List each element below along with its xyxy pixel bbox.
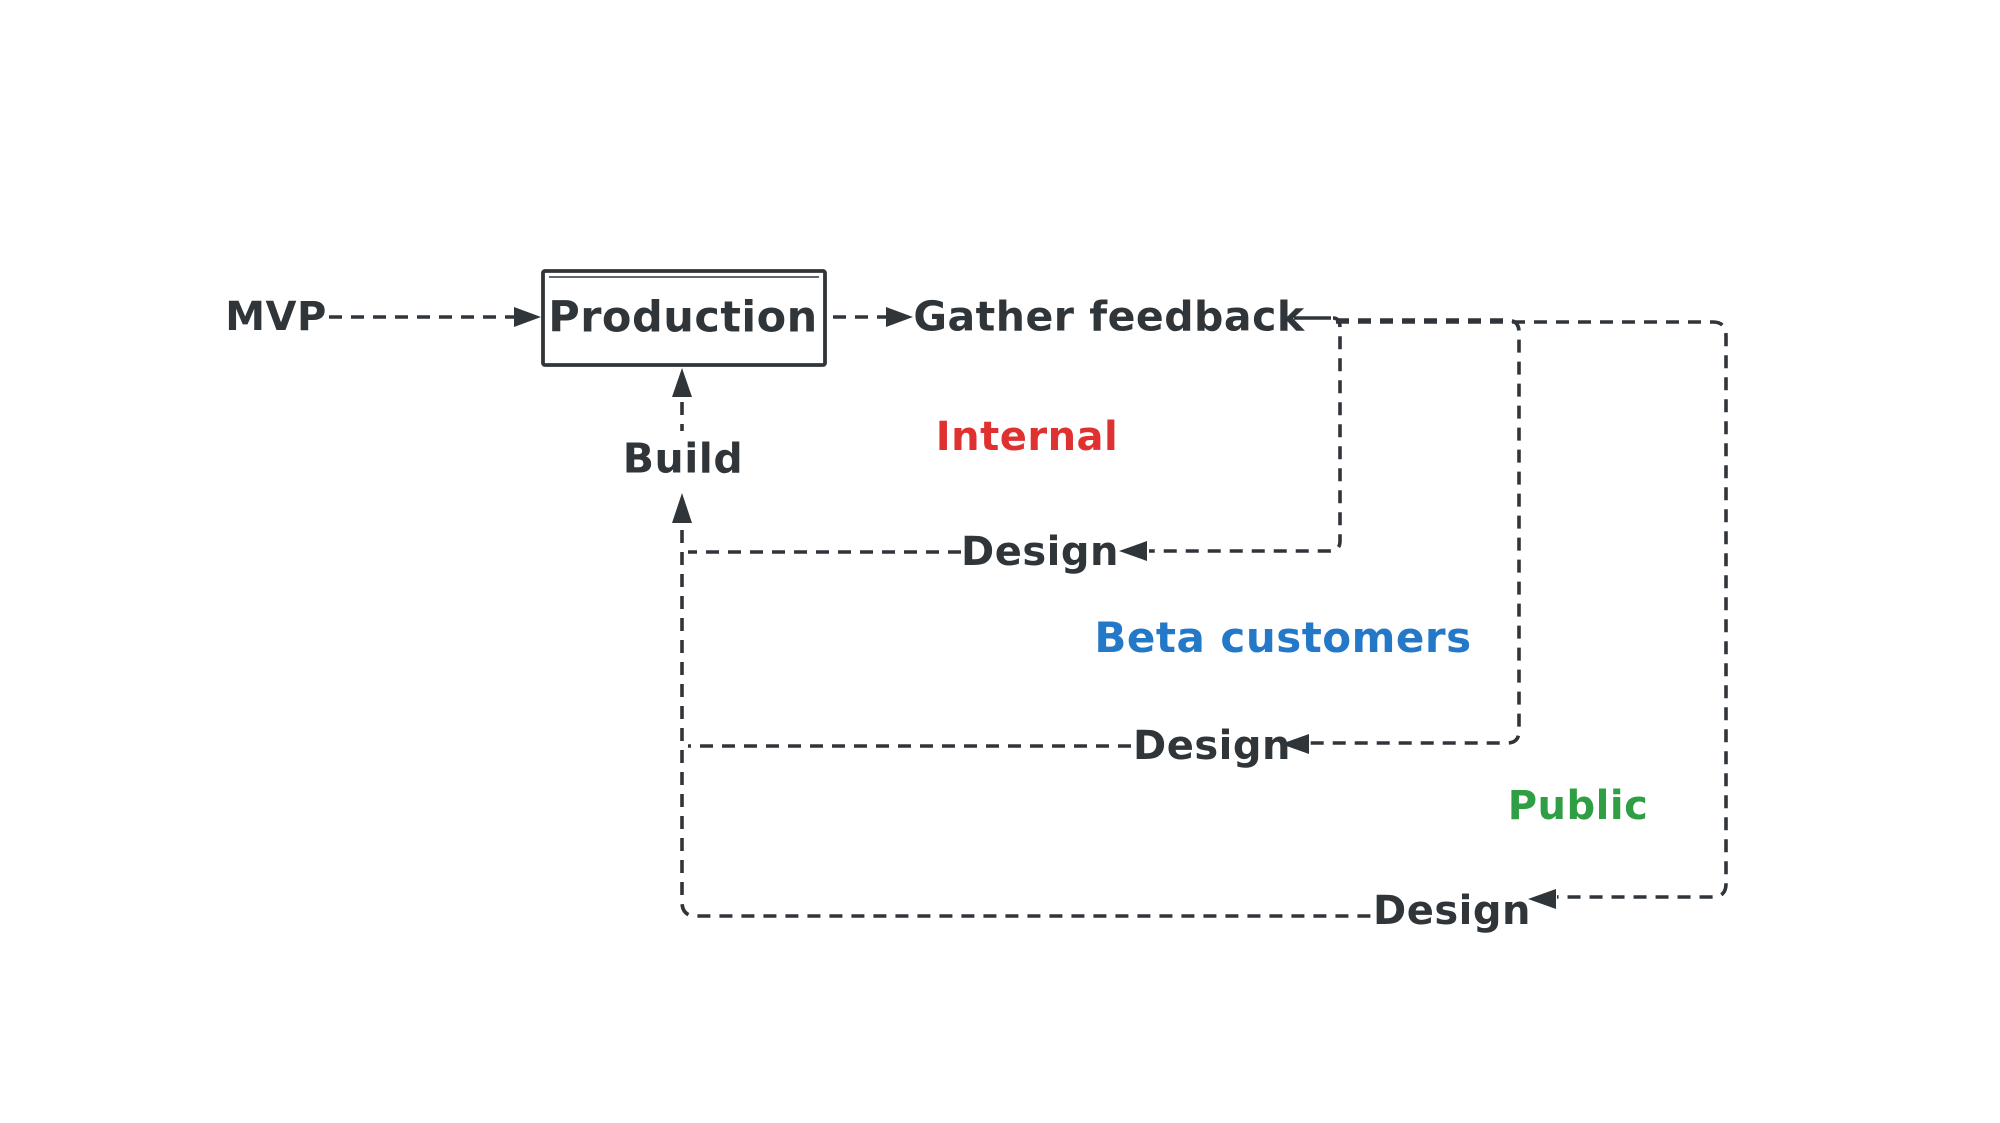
- production-to-gather-arrowhead-icon: [886, 307, 913, 327]
- public-loop-line: [1336, 320, 1728, 899]
- node-label-mvp: MVP: [225, 294, 327, 340]
- stage-label-internal: Internal: [935, 414, 1119, 460]
- public-design-arrowhead-icon: [1528, 889, 1556, 909]
- design-label-internal-loop: Design: [961, 529, 1119, 575]
- mvp-to-production-arrowhead-icon: [514, 307, 541, 327]
- design-to-build-arrowhead-icon: [672, 493, 692, 523]
- design3-shared-return-line: [680, 508, 1374, 918]
- design-label-public-loop: Design: [1373, 888, 1531, 934]
- node-label-build: Build: [622, 434, 744, 483]
- node-label-production: Production: [548, 292, 818, 343]
- design-label-beta-loop: Design: [1133, 723, 1291, 769]
- internal-design-arrowhead-icon: [1119, 541, 1147, 561]
- node-label-gather-feedback: Gather feedback: [913, 292, 1305, 341]
- beta-design-arrowhead-icon: [1281, 734, 1309, 754]
- build-to-production-arrowhead-icon: [672, 368, 692, 397]
- internal-loop-line: [1149, 316, 1342, 553]
- stage-label-public: Public: [1507, 783, 1649, 829]
- stage-label-beta-customers: Beta customers: [1094, 613, 1472, 662]
- production-box: [541, 269, 827, 367]
- beta-loop-line: [1306, 318, 1521, 745]
